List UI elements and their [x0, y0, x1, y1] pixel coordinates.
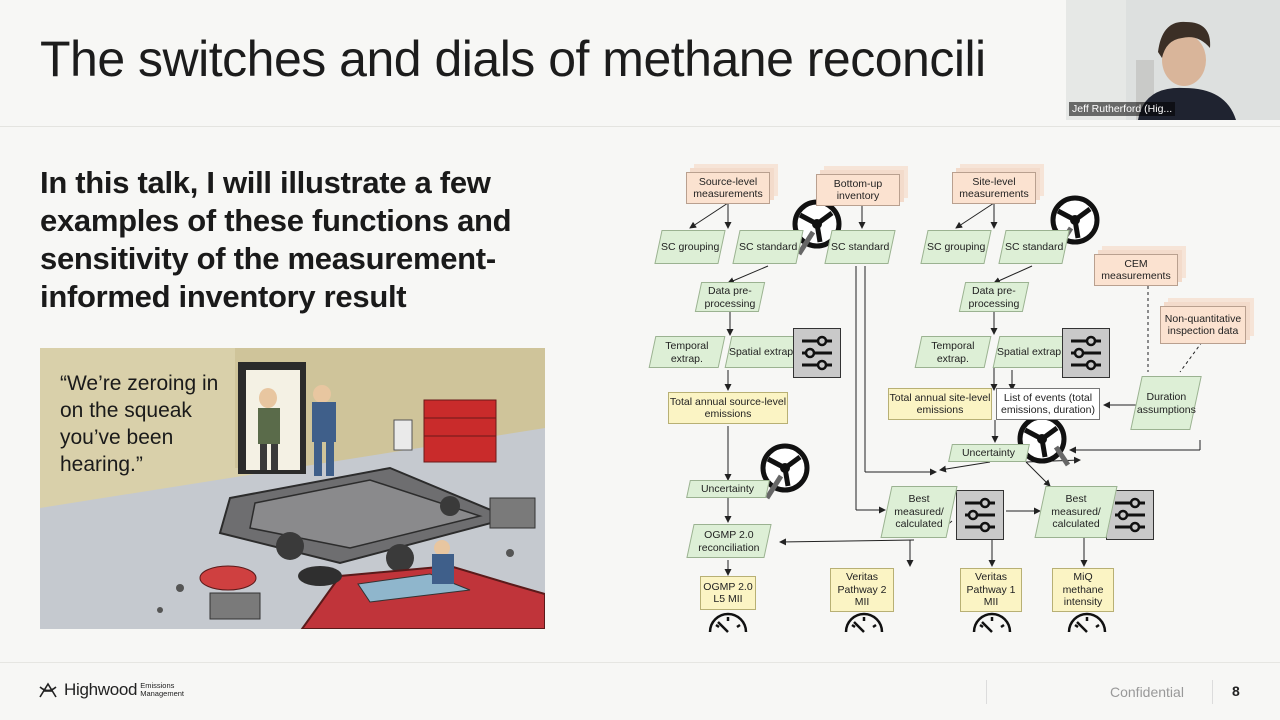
- node-list-of-events: List of events (total emissions, duratio…: [996, 388, 1100, 420]
- footer-divider: [0, 662, 1280, 663]
- confidential-label: Confidential: [1110, 684, 1184, 700]
- cartoon-quote: “We’re zeroing in on the squeak you’ve b…: [60, 372, 219, 476]
- node-temporal-extrap-2: Temporal extrap.: [914, 336, 992, 368]
- footer-separator: [1212, 680, 1213, 704]
- title-divider: [0, 126, 1280, 127]
- node-sc-grouping-2: SC grouping: [920, 230, 992, 264]
- node-data-preprocessing-2: Data pre-processing: [958, 282, 1030, 312]
- footer-separator: [986, 680, 987, 704]
- slide-title: The switches and dials of methane reconc…: [40, 31, 986, 87]
- page-number: 8: [1232, 683, 1240, 699]
- node-non-quantitative-inspection: Non-quantitative inspection data: [1160, 306, 1246, 344]
- node-duration-assumptions: Duration assumptions: [1130, 376, 1202, 430]
- node-total-annual-site-level: Total annual site-level emissions: [888, 388, 992, 420]
- cartoon-image: “We’re zeroing in on the squeak you’ve b…: [40, 348, 545, 629]
- node-cem-measurements: CEM measurements: [1094, 254, 1178, 286]
- node-sc-standard-2: SC standard: [824, 230, 896, 264]
- participant-video-frame: [1066, 0, 1280, 120]
- node-sc-standard-3: SC standard: [998, 230, 1070, 264]
- output-ogmp-l5-mii: OGMP 2.0 L5 MII: [700, 576, 756, 610]
- sliders-icon: [793, 328, 841, 378]
- node-sc-grouping-1: SC grouping: [654, 230, 726, 264]
- node-uncertainty-1: Uncertainty: [686, 480, 770, 498]
- node-best-measured-2: Best measured/ calculated: [1034, 486, 1118, 538]
- gauge-icons: [708, 612, 1107, 633]
- node-ogmp-reconciliation: OGMP 2.0 reconciliation: [686, 524, 772, 558]
- participant-name: Jeff Rutherford (Hig...: [1069, 102, 1176, 116]
- node-source-level-measurements: Source-level measurements: [686, 172, 770, 204]
- node-uncertainty-2: Uncertainty: [948, 444, 1030, 462]
- node-spatial-extrap-1: Spatial extrap.: [724, 336, 802, 368]
- output-veritas-pathway-1: Veritas Pathway 1 MII: [960, 568, 1022, 612]
- node-temporal-extrap-1: Temporal extrap.: [648, 336, 726, 368]
- node-total-annual-source-level: Total annual source-level emissions: [668, 392, 788, 424]
- sliders-icon: [1062, 328, 1110, 378]
- slide-body-text: In this talk, I will illustrate a few ex…: [40, 165, 512, 314]
- output-miq-methane-intensity: MiQ methane intensity: [1052, 568, 1114, 612]
- logo-name: Highwood: [64, 680, 138, 699]
- node-sc-standard-1: SC standard: [732, 230, 804, 264]
- node-site-level-measurements: Site-level measurements: [952, 172, 1036, 204]
- participant-video-tile[interactable]: Jeff Rutherford (Hig...: [1066, 0, 1280, 120]
- node-data-preprocessing-1: Data pre-processing: [694, 282, 766, 312]
- sliders-icon: [956, 490, 1004, 540]
- highwood-logo-icon: [39, 682, 57, 698]
- node-bottom-up-inventory: Bottom-up inventory: [816, 174, 900, 206]
- output-veritas-pathway-2: Veritas Pathway 2 MII: [830, 568, 894, 612]
- sliders-icon: [1106, 490, 1154, 540]
- node-spatial-extrap-2: Spatial extrap.: [992, 336, 1070, 368]
- reconciliation-flow-diagram: Source-level measurements Bottom-up inve…: [640, 150, 1280, 650]
- node-best-measured-1: Best measured/ calculated: [880, 486, 958, 538]
- cartoon-illustration: [40, 348, 545, 629]
